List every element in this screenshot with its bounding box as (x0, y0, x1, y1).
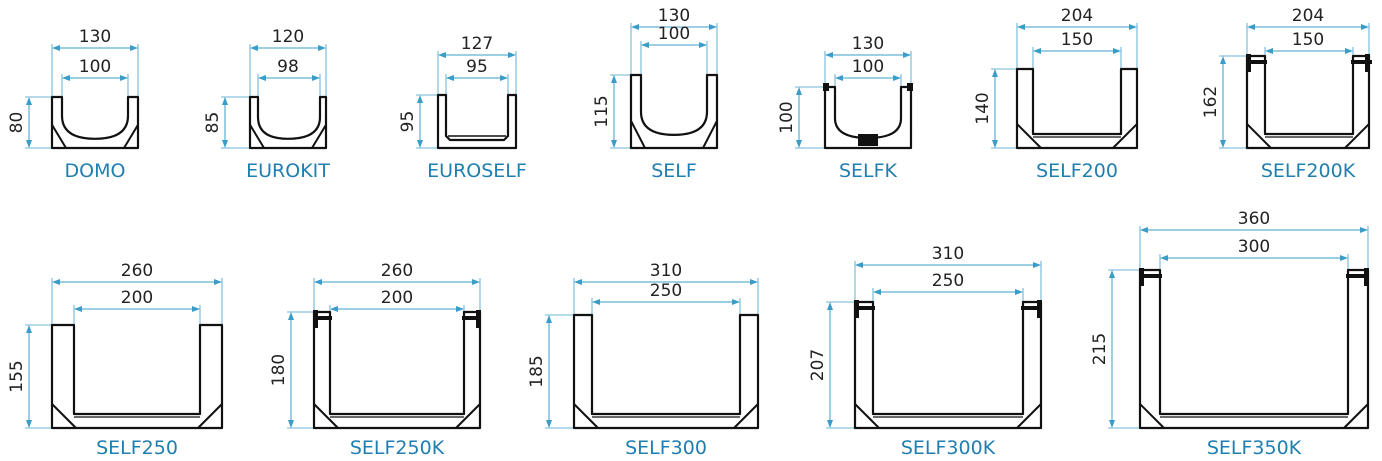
channel-name-label: SELF (651, 160, 697, 182)
outer-width-label: 310 (932, 244, 964, 264)
outer-width-label: 130 (852, 34, 884, 54)
height-label: 155 (7, 360, 27, 392)
channel-name-label: EUROKIT (246, 160, 330, 182)
height-label: 115 (592, 95, 612, 127)
channel-name-label: SELF250 (96, 437, 178, 459)
height-label: 85 (203, 112, 223, 134)
outer-width-label: 127 (461, 34, 493, 54)
inner-width-label: 250 (932, 271, 964, 291)
channel-name-label: DOMO (65, 160, 126, 182)
channel-name-label: SELF250K (350, 437, 445, 459)
outer-width-label: 130 (658, 6, 690, 26)
height-label: 162 (1201, 86, 1221, 118)
height-label: 95 (398, 111, 418, 133)
channel-name-label: SELF300K (901, 437, 996, 459)
height-label: 100 (777, 101, 797, 133)
inner-width-label: 100 (852, 57, 884, 77)
channel-name-label: SELF350K (1207, 437, 1302, 459)
outer-width-label: 204 (1061, 6, 1093, 26)
channel-name-label: SELF200K (1261, 160, 1356, 182)
outer-width-label: 120 (272, 27, 304, 47)
inner-width-label: 150 (1061, 30, 1093, 50)
inner-width-label: 100 (79, 57, 111, 77)
inner-width-label: 200 (381, 288, 413, 308)
height-label: 140 (973, 92, 993, 124)
channel-name-label: SELF300 (625, 437, 707, 459)
inner-width-label: 150 (1292, 30, 1324, 50)
height-label: 207 (808, 349, 828, 381)
outer-width-label: 360 (1238, 209, 1270, 229)
height-label: 185 (527, 355, 547, 387)
inner-width-label: 98 (277, 57, 299, 77)
channel-name-label: SELF200 (1036, 160, 1118, 182)
inner-width-label: 250 (650, 281, 682, 301)
outer-width-label: 130 (79, 27, 111, 47)
channel-name-label: EUROSELF (427, 160, 527, 182)
outer-width-label: 310 (650, 261, 682, 281)
channel-name-label: SELFK (839, 160, 898, 182)
outer-width-label: 204 (1292, 6, 1324, 26)
height-label: 80 (7, 112, 27, 134)
outer-width-label: 260 (381, 261, 413, 281)
height-label: 180 (269, 354, 289, 386)
inner-width-label: 200 (121, 288, 153, 308)
inner-width-label: 300 (1238, 237, 1270, 257)
inner-width-label: 100 (658, 24, 690, 44)
outer-width-label: 260 (121, 261, 153, 281)
inner-width-label: 95 (466, 57, 488, 77)
height-label: 215 (1090, 333, 1110, 365)
